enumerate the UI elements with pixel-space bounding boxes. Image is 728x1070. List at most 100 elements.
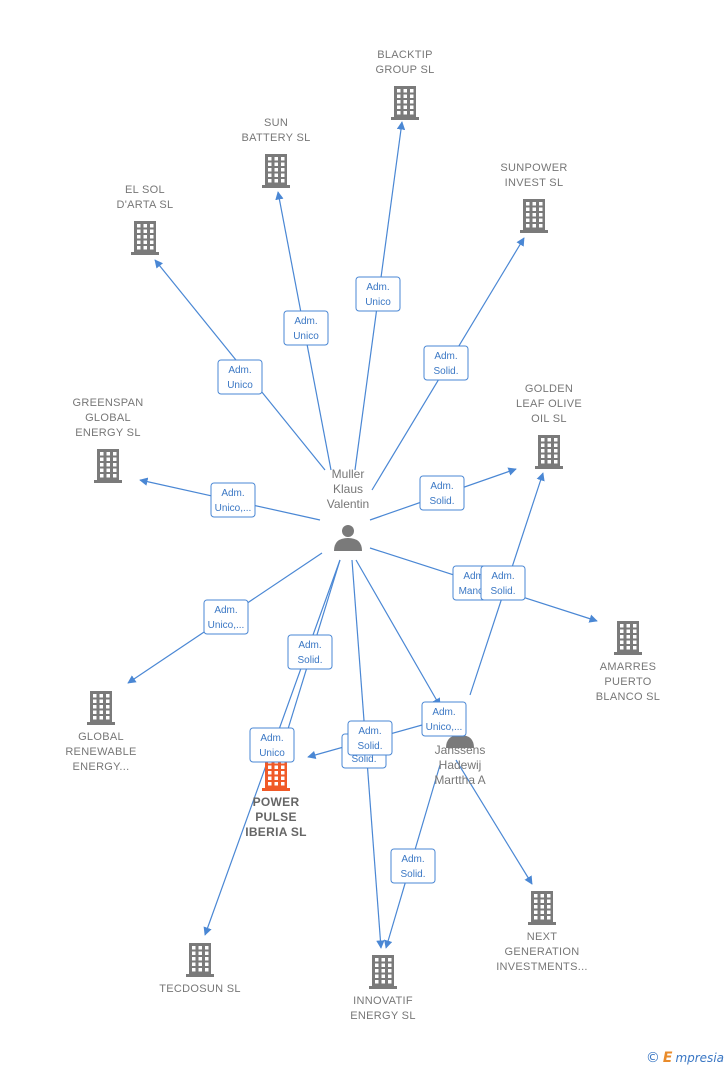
role-badge-b-tecdosun[interactable]: Adm.Solid.: [287, 634, 333, 670]
badge-box: [423, 345, 469, 381]
role-badge-b-powerpulse-j[interactable]: Adm. Unico,...: [421, 701, 467, 737]
company-node-nextgen[interactable]: NEXTGENERATIONINVESTMENTS...: [496, 891, 588, 973]
building-icon: [614, 621, 642, 655]
badge-text: Adm.: [214, 605, 237, 616]
muller-label-line: Klaus: [333, 482, 363, 496]
building-icon: [528, 891, 556, 925]
badge-text: Solid.: [351, 754, 376, 765]
sunpower-label-line: SUNPOWER: [500, 162, 567, 174]
greenspan-label-line: ENERGY SL: [75, 427, 140, 439]
building-icon: [186, 943, 214, 977]
badge-text: Adm.: [221, 488, 244, 499]
copyright-icon: ©: [645, 1050, 660, 1066]
innovatif-label-line: INNOVATIF: [353, 995, 413, 1007]
amarres-label-line: BLANCO SL: [596, 691, 660, 703]
building-icon: [94, 449, 122, 483]
tecdosun-label-line: TECDOSUN SL: [159, 983, 241, 995]
relation-edge-15: [455, 759, 533, 885]
badge-text: Adm.: [366, 282, 389, 293]
badge-text: Adm.: [434, 351, 457, 362]
badge-text: Unico: [227, 380, 253, 391]
role-badge-b-sunpower[interactable]: Adm. Solid.: [423, 345, 469, 381]
sunbattery-label-line: SUN: [264, 117, 288, 129]
badge-box: [347, 720, 393, 756]
edges-layer: [127, 121, 598, 949]
badge-text: Solid.: [429, 496, 454, 507]
golden-label-line: LEAF OLIVE: [516, 398, 582, 410]
role-badge-b-blacktip[interactable]: Adm.Unico: [355, 276, 401, 312]
badge-text: Adm.: [298, 640, 321, 651]
company-node-sunbattery[interactable]: SUN BATTERY SL: [241, 117, 310, 188]
golden-label-line: GOLDEN: [525, 383, 573, 395]
sunbattery-label-line: BATTERY SL: [241, 132, 310, 144]
badge-text: Unico,...: [208, 620, 245, 631]
badge-box: [249, 727, 295, 763]
brand-initial: E: [662, 1050, 673, 1066]
badge-box: [421, 701, 467, 737]
role-badge-b-sunbattery[interactable]: Adm.Unico: [283, 310, 329, 346]
role-badge-b-elsol[interactable]: Adm. Unico: [217, 359, 263, 395]
badge-box: [390, 848, 436, 884]
person-icon: [334, 525, 362, 551]
elsol-label-line: D'ARTA SL: [117, 199, 174, 211]
company-node-sunpower[interactable]: SUNPOWER INVEST SL: [500, 162, 567, 233]
janssens-label-line: Janssens: [435, 743, 486, 757]
role-badge-b-global[interactable]: Adm. Unico,...: [203, 599, 249, 635]
building-icon: [87, 691, 115, 725]
nextgen-label-line: INVESTMENTS...: [496, 961, 588, 973]
nextgen-label-line: GENERATION: [505, 946, 580, 958]
role-badge-b-innovatif-m[interactable]: Adm. Solid.: [347, 720, 393, 756]
company-node-tecdosun[interactable]: TECDOSUN SL: [159, 943, 241, 995]
role-badge-b-greenspan[interactable]: Adm.Unico,...: [210, 482, 256, 518]
badge-text: Adm.: [432, 707, 455, 718]
badge-box: [283, 310, 329, 346]
badge-box: [419, 475, 465, 511]
badge-text: Manc...: [459, 586, 492, 597]
badge-box: [480, 565, 526, 601]
building-icon: [520, 199, 548, 233]
badge-text: Adm.: [430, 481, 453, 492]
role-badge-b-powerpulse-m[interactable]: Adm.Unico: [249, 727, 295, 763]
company-node-amarres[interactable]: AMARRES PUERTO BLANCO SL: [596, 621, 660, 703]
company-node-global[interactable]: GLOBALRENEWABLEENERGY...: [65, 691, 136, 773]
building-icon: [391, 86, 419, 120]
role-badge-b-golden-m[interactable]: Adm. Solid.: [419, 475, 465, 511]
badge-box: [217, 359, 263, 395]
badge-text: Unico,...: [426, 722, 463, 733]
badge-text: Solid.: [433, 366, 458, 377]
company-node-innovatif[interactable]: INNOVATIF ENERGY SL: [350, 955, 415, 1022]
amarres-label-line: PUERTO: [604, 676, 651, 688]
badge-text: Adm.: [228, 365, 251, 376]
badge-text: Solid.: [400, 869, 425, 880]
role-badge-b-innovatif-j[interactable]: Adm. Solid.: [390, 848, 436, 884]
sunpower-label-line: INVEST SL: [505, 177, 564, 189]
badge-text: Adm.: [294, 316, 317, 327]
badge-text: Adm.: [260, 733, 283, 744]
global-label-line: GLOBAL: [78, 731, 124, 743]
innovatif-label-line: ENERGY SL: [350, 1010, 415, 1022]
badge-box: [203, 599, 249, 635]
badge-box: [355, 276, 401, 312]
relation-edge-11: [355, 559, 441, 707]
badge-text: Adm.: [401, 854, 424, 865]
badge-text: Adm.: [358, 726, 381, 737]
global-label-line: RENEWABLE: [65, 746, 136, 758]
badge-text: Solid.: [490, 586, 515, 597]
role-badge-b-golden-j[interactable]: Adm.Solid.: [480, 565, 526, 601]
powerpulse-label-line: POWER: [253, 795, 300, 809]
building-icon: [131, 221, 159, 255]
amarres-label-line: AMARRES: [600, 661, 657, 673]
muller-label-line: Valentin: [327, 497, 369, 511]
powerpulse-label-line: IBERIA SL: [245, 825, 307, 839]
building-icon: [369, 955, 397, 989]
badge-text: Solid.: [357, 741, 382, 752]
